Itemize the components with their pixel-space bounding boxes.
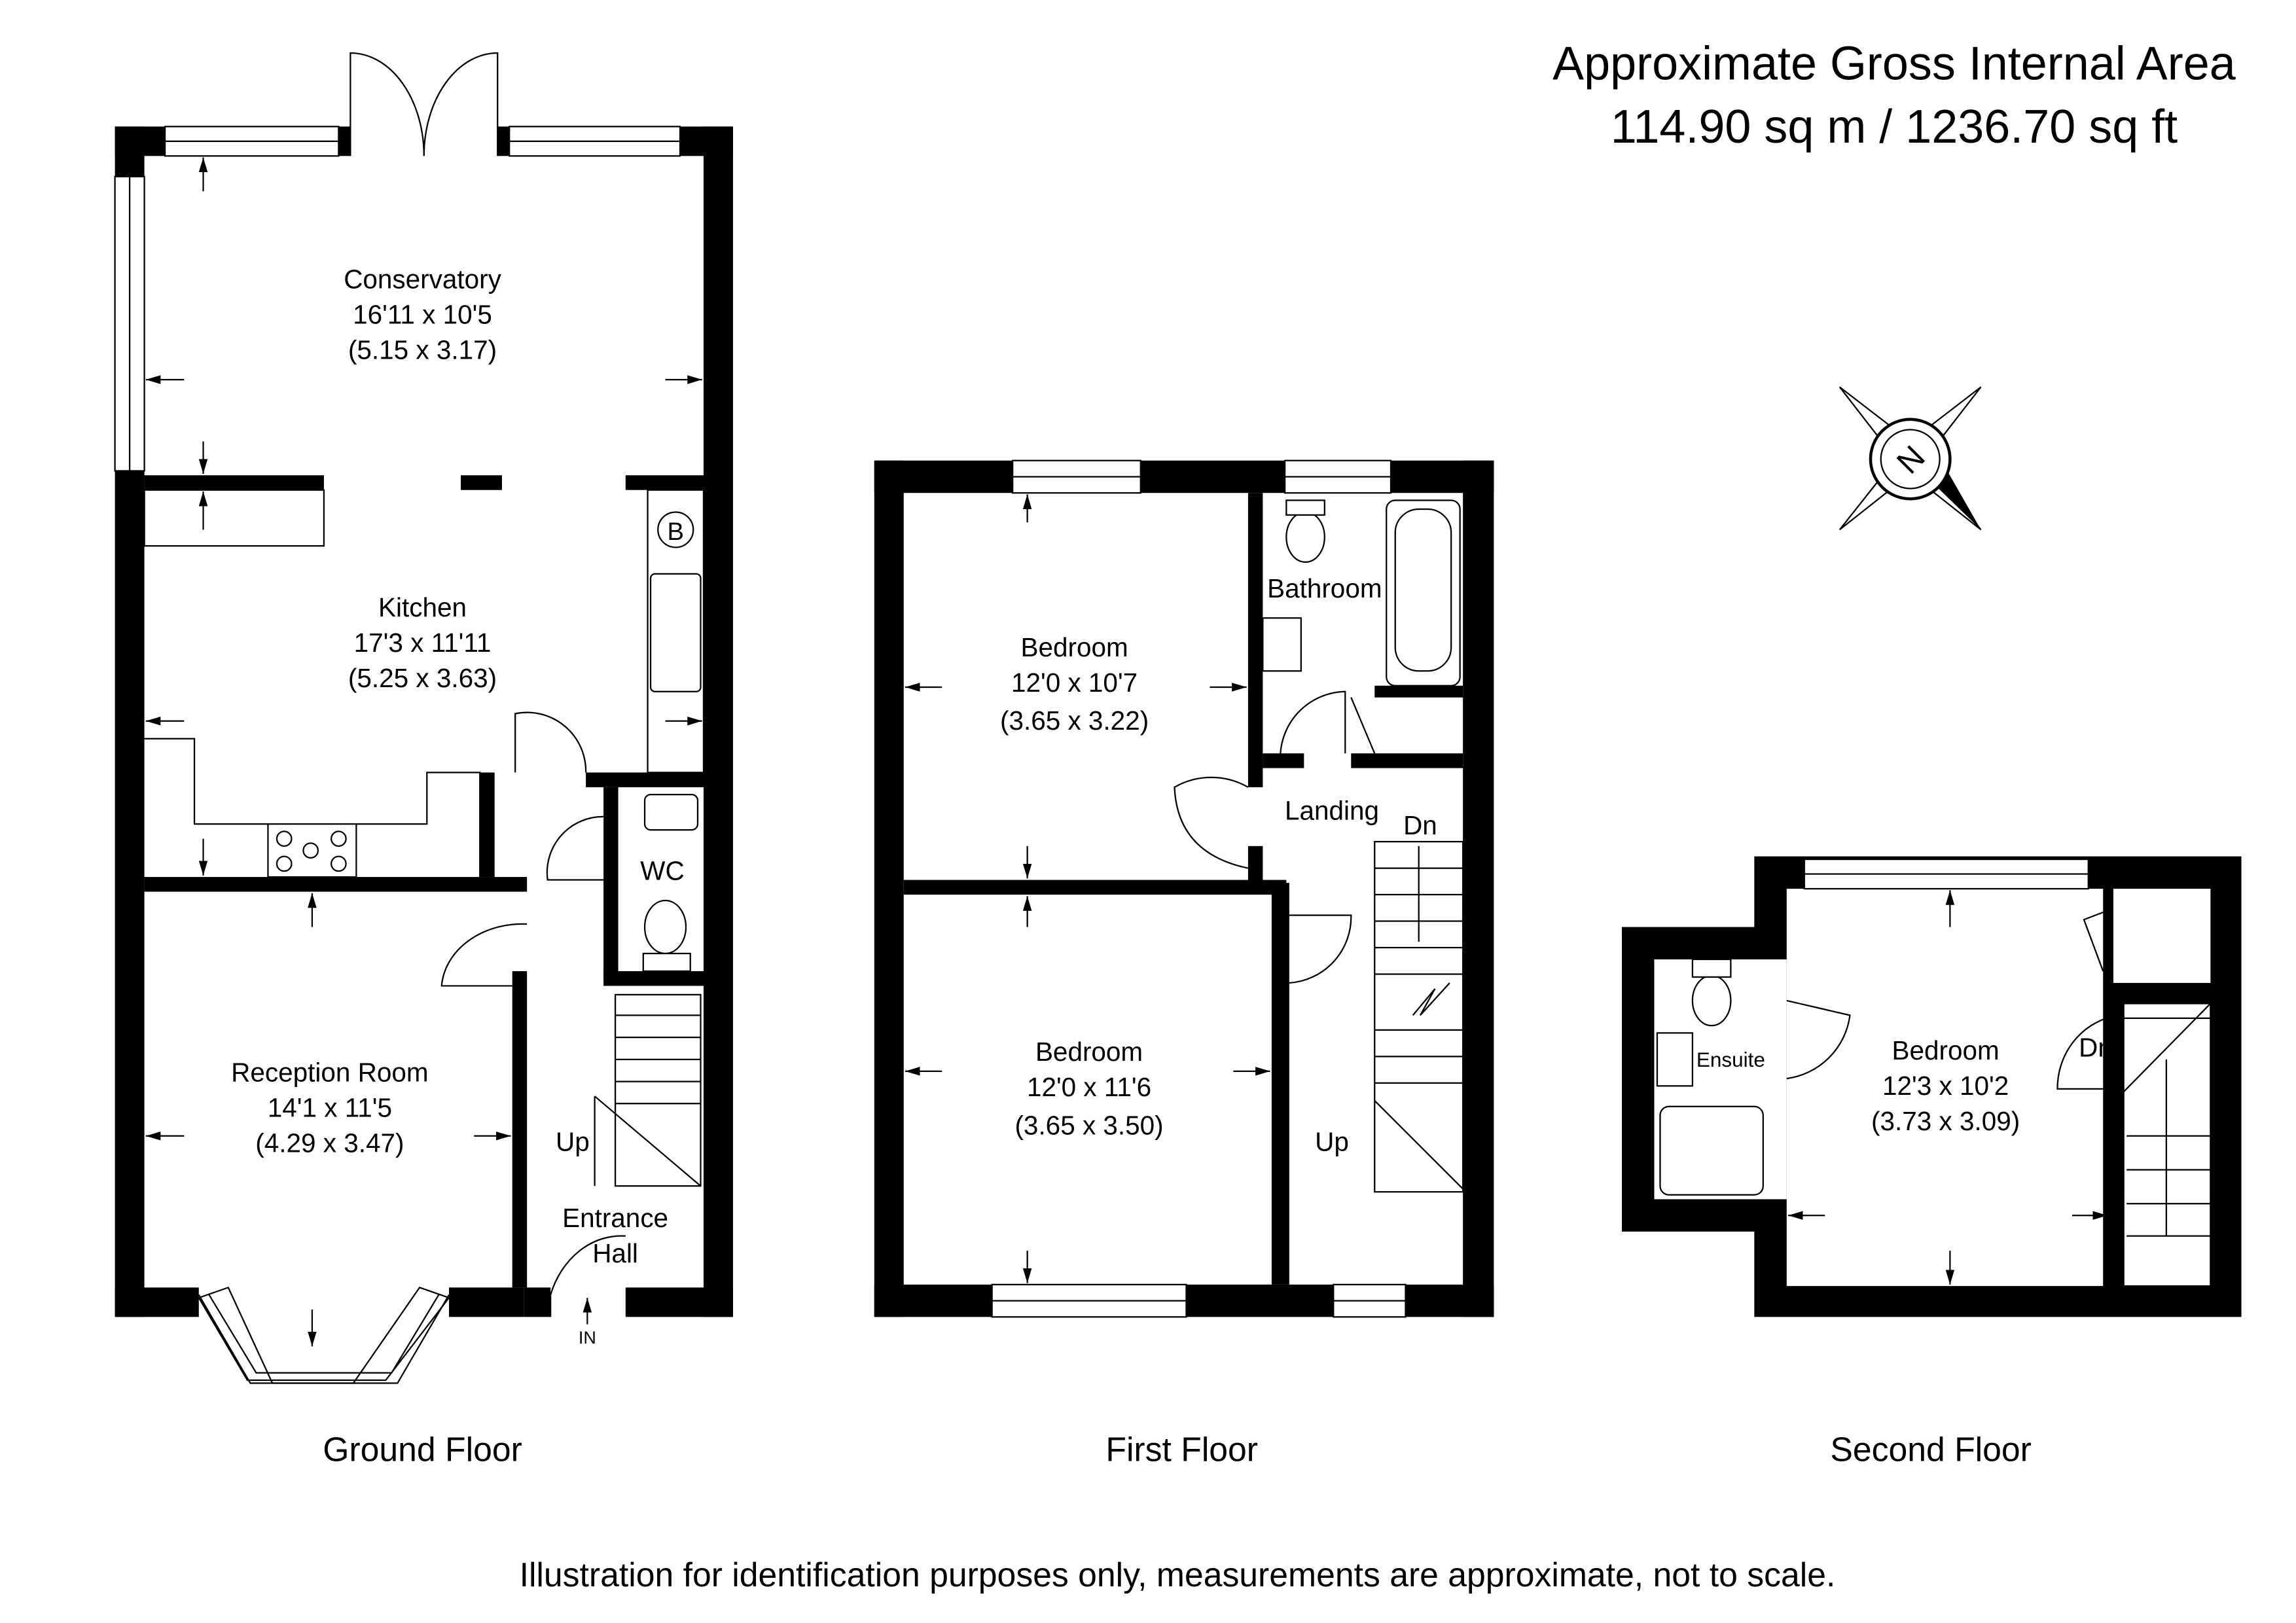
- room-kitchen: Kitchen 17'3 x 11'11 (5.25 x 3.63): [348, 592, 497, 693]
- stairs-icon: [1374, 840, 1464, 1193]
- hob-icon: [267, 823, 357, 878]
- room-metric: (3.65 x 3.50): [1014, 1111, 1163, 1141]
- stairs-icon: [594, 993, 702, 1187]
- up-label: Up: [1315, 1126, 1349, 1156]
- room-metric: (5.25 x 3.63): [348, 663, 497, 693]
- dn-label: Dn: [1403, 810, 1437, 840]
- second-floor-label: Second Floor: [1830, 1431, 2032, 1469]
- entrance-hall-label-2: Hall: [592, 1238, 638, 1268]
- room-metric: (5.15 x 3.17): [348, 335, 497, 365]
- room-name: Bedroom: [1035, 1037, 1143, 1067]
- first-floor-plan: Bathroom Landing Dn Up Bedroom 12'0 x 10…: [874, 459, 1494, 1469]
- first-floor-label: First Floor: [1105, 1431, 1258, 1469]
- second-floor-plan: Dn Ensuite Bedroom 12'3 x 10'2 (3.73 x 3…: [1621, 856, 2242, 1469]
- room-bedroom-3: Bedroom 12'3 x 10'2 (3.73 x 3.09): [1871, 1035, 2020, 1136]
- area-title: Approximate Gross Internal Area: [1552, 37, 2236, 90]
- room-name: Kitchen: [378, 592, 467, 622]
- ground-floor-plan: B WC Up Entrance Hall: [114, 52, 733, 1469]
- room-imperial: 17'3 x 11'11: [354, 628, 492, 658]
- compass-icon: N: [1839, 386, 1982, 531]
- dn-label: Dn: [2079, 1032, 2113, 1062]
- bathroom-label: Bathroom: [1267, 573, 1382, 603]
- room-metric: (3.65 x 3.22): [1000, 705, 1149, 736]
- ensuite-label: Ensuite: [1696, 1048, 1765, 1071]
- disclaimer: Illustration for identification purposes…: [520, 1556, 1836, 1594]
- room-imperial: 12'0 x 10'7: [1011, 668, 1138, 698]
- area-value: 114.90 sq m / 1236.70 sq ft: [1611, 101, 2178, 153]
- up-label: Up: [556, 1126, 590, 1156]
- room-bedroom-1: Bedroom 12'0 x 10'7 (3.65 x 3.22): [1000, 632, 1149, 736]
- boiler-label: B: [668, 518, 684, 546]
- room-conservatory: Conservatory 16'11 x 10'5 (5.15 x 3.17): [344, 264, 501, 365]
- room-imperial: 16'11 x 10'5: [353, 300, 492, 330]
- room-metric: (3.73 x 3.09): [1871, 1106, 2020, 1136]
- room-name: Conservatory: [344, 264, 501, 294]
- wc-label: WC: [640, 856, 684, 886]
- room-name: Bedroom: [1892, 1035, 2000, 1065]
- room-name: Bedroom: [1020, 632, 1128, 662]
- in-label: IN: [579, 1328, 596, 1347]
- room-imperial: 12'3 x 10'2: [1882, 1071, 2009, 1101]
- entrance-hall-label-1: Entrance: [562, 1203, 668, 1233]
- landing-label: Landing: [1285, 795, 1379, 825]
- dimension-arrows: [1788, 890, 2108, 1285]
- dimension-arrows: [905, 494, 1270, 1283]
- ground-floor-label: Ground Floor: [323, 1431, 522, 1469]
- room-name: Reception Room: [231, 1058, 428, 1088]
- room-imperial: 12'0 x 11'6: [1027, 1072, 1151, 1102]
- room-imperial: 14'1 x 11'5: [268, 1093, 392, 1123]
- stairs-icon: [2123, 1003, 2212, 1287]
- room-reception: Reception Room 14'1 x 11'5 (4.29 x 3.47): [231, 1058, 428, 1158]
- room-bedroom-2: Bedroom 12'0 x 11'6 (3.65 x 3.50): [1014, 1037, 1163, 1140]
- dimension-arrows: [145, 157, 702, 1347]
- room-metric: (4.29 x 3.47): [255, 1128, 404, 1158]
